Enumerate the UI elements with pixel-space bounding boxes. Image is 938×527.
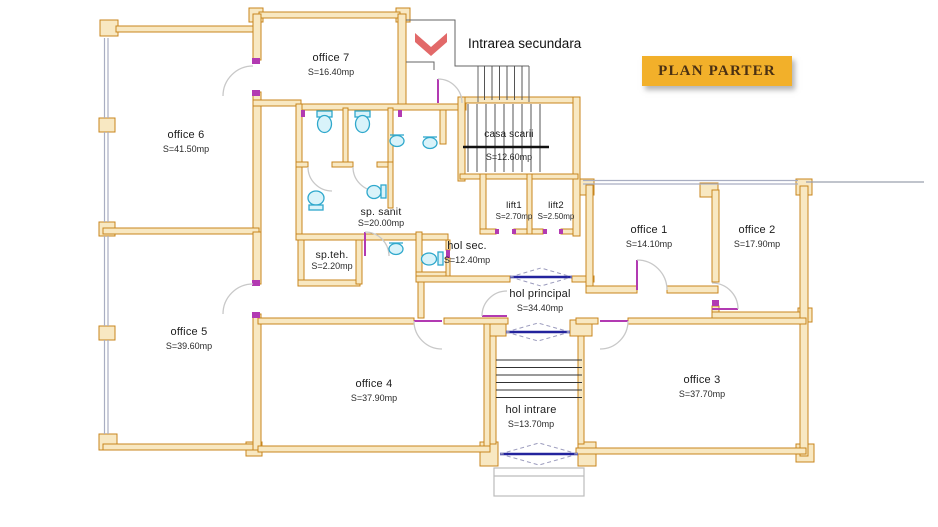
room-label-sp-sanit: sp. sanit S=20.00mp xyxy=(358,206,404,228)
entrance-stoop xyxy=(493,467,585,497)
room-label-hol-principal: hol principal S=34.40mp xyxy=(509,288,570,313)
room-name: office 6 xyxy=(167,129,205,141)
sliding-doors-layer xyxy=(499,267,579,466)
room-area: S=2.70mp xyxy=(495,211,533,221)
room-label-office-7: office 7 S=16.40mp xyxy=(308,52,354,77)
room-label-office-3: office 3 S=37.70mp xyxy=(679,374,725,399)
stairwell-treads xyxy=(463,104,549,172)
room-name: office 4 xyxy=(355,378,393,390)
room-label-office-1: office 1 S=14.10mp xyxy=(626,224,672,249)
room-area: S=16.40mp xyxy=(307,66,355,77)
room-name: sp. sanit xyxy=(360,206,402,218)
room-label-office-2: office 2 S=17.90mp xyxy=(734,224,780,249)
door-jambs-layer xyxy=(252,58,738,322)
room-name: sp.teh. xyxy=(315,249,349,261)
room-label-lift-1: lift1 S=2.70mp xyxy=(495,200,533,221)
room-area: S=13.70mp xyxy=(507,418,555,429)
room-area: S=20.00mp xyxy=(357,218,405,229)
window-lines-layer xyxy=(103,38,924,434)
room-area: S=2.20mp xyxy=(311,261,353,272)
room-area: S=37.90mp xyxy=(350,392,398,403)
room-label-office-5: office 5 S=39.60mp xyxy=(166,326,212,351)
fixtures-layer xyxy=(307,110,444,266)
room-name: hol intrare xyxy=(505,404,557,416)
room-name: hol principal xyxy=(509,288,571,300)
room-label-office-6: office 6 S=41.50mp xyxy=(163,129,209,154)
room-area: S=34.40mp xyxy=(516,302,564,313)
room-area: S=39.60mp xyxy=(165,340,213,351)
plan-title-badge: PLAN PARTER xyxy=(642,56,792,86)
room-name: office 2 xyxy=(738,224,776,236)
room-label-lift-2: lift2 S=2.50mp xyxy=(537,200,575,221)
secondary-entrance-label: Intrarea secundara xyxy=(468,36,582,51)
walls-layer xyxy=(98,7,815,467)
room-area: S=2.50mp xyxy=(537,211,575,221)
room-area: S=12.40mp xyxy=(443,254,491,265)
room-name: lift2 xyxy=(548,200,564,211)
room-label-sp-teh: sp.teh. S=2.20mp xyxy=(311,249,352,271)
room-name: hol sec. xyxy=(447,240,487,252)
vestibule-outline xyxy=(406,19,530,102)
room-name: casa scarii xyxy=(484,129,534,140)
exterior-stairs xyxy=(484,66,523,100)
room-name: lift1 xyxy=(506,200,522,211)
room-area: S=14.10mp xyxy=(625,238,673,249)
room-name: office 3 xyxy=(683,374,721,386)
room-name: office 1 xyxy=(630,224,668,236)
room-name: office 7 xyxy=(312,52,350,64)
room-area: S=41.50mp xyxy=(162,143,210,154)
entrance-stairs xyxy=(496,359,582,398)
room-name: office 5 xyxy=(170,326,208,338)
door-arcs-layer xyxy=(222,65,739,350)
room-area: S=17.90mp xyxy=(733,238,781,249)
room-label-casa-scarii: casa scarii S=12.60mp xyxy=(484,129,533,162)
room-label-office-4: office 4 S=37.90mp xyxy=(351,378,397,403)
secondary-entrance-arrow-icon xyxy=(415,33,447,56)
room-label-hol-sec: hol sec. S=12.40mp xyxy=(444,240,490,265)
room-area: S=37.70mp xyxy=(678,388,726,399)
room-area: S=12.60mp xyxy=(485,151,533,162)
room-label-hol-intrare: hol intrare S=13.70mp xyxy=(505,404,556,429)
